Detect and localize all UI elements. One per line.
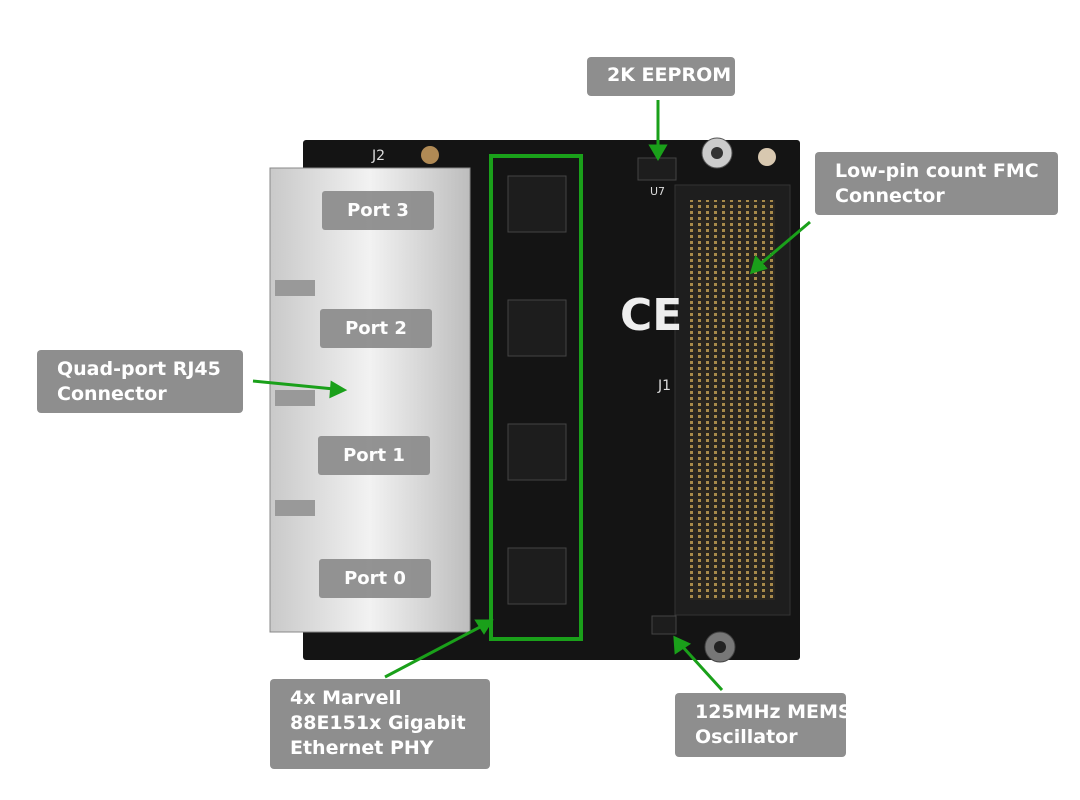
callout-phy-line1: 4x Marvell bbox=[290, 687, 402, 709]
j2-label: J2 bbox=[371, 148, 385, 164]
callout-rj45-line1: Quad-port RJ45 bbox=[57, 358, 221, 380]
callout-phy-line3: Ethernet PHY bbox=[290, 737, 434, 759]
callout-eeprom: 2K EEPROM bbox=[587, 57, 735, 96]
ce-mark-icon: CE bbox=[620, 290, 682, 341]
callout-fmc: Low-pin count FMC Connector bbox=[815, 152, 1058, 215]
arrow-rj45 bbox=[252, 379, 335, 391]
port-2-label: Port 2 bbox=[320, 309, 432, 348]
port-3-label: Port 3 bbox=[322, 191, 434, 230]
oscillator-chip bbox=[651, 615, 677, 635]
callout-eeprom-text: 2K EEPROM bbox=[607, 64, 732, 86]
port-0-label: Port 0 bbox=[319, 559, 431, 598]
callout-rj45-line2: Connector bbox=[57, 383, 167, 405]
phy-chip bbox=[507, 547, 567, 605]
callout-phy: 4x Marvell 88E151x Gigabit Ethernet PHY bbox=[270, 679, 490, 769]
arrow-fmc bbox=[757, 220, 811, 268]
callout-fmc-line2: Connector bbox=[835, 185, 945, 207]
callout-oscillator-line1: 125MHz MEMS bbox=[695, 701, 846, 723]
phy-chip bbox=[507, 175, 567, 233]
phy-highlight-box bbox=[489, 154, 583, 641]
j1-label: J1 bbox=[657, 378, 671, 394]
eeprom-chip bbox=[637, 157, 677, 181]
callout-fmc-line1: Low-pin count FMC bbox=[835, 160, 1039, 182]
arrow-oscillator bbox=[680, 644, 724, 692]
phy-chip bbox=[507, 423, 567, 481]
u7-label: U7 bbox=[650, 185, 665, 198]
callout-rj45: Quad-port RJ45 Connector bbox=[37, 350, 243, 413]
port-1-label: Port 1 bbox=[318, 436, 430, 475]
arrow-phy bbox=[384, 624, 483, 679]
phy-chip bbox=[507, 299, 567, 357]
callout-oscillator: 125MHz MEMS Oscillator bbox=[675, 693, 846, 757]
callout-phy-line2: 88E151x Gigabit bbox=[290, 712, 466, 734]
callout-oscillator-line2: Oscillator bbox=[695, 726, 798, 748]
